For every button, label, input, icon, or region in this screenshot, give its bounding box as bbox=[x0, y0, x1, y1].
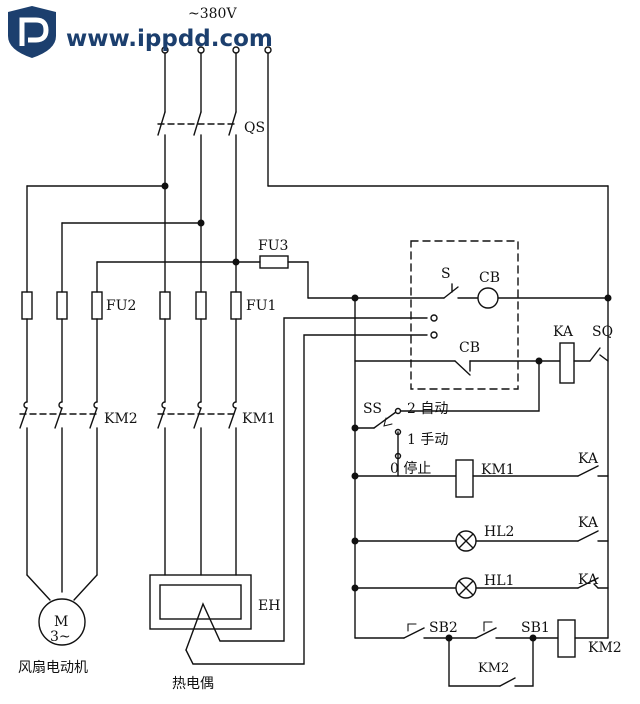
qs-label: QS bbox=[244, 120, 265, 136]
km2-coil-rung bbox=[354, 619, 609, 687]
fu3-label: FU3 bbox=[258, 238, 288, 254]
qs-switch bbox=[157, 111, 237, 293]
km2-main-contacts bbox=[19, 401, 98, 601]
cb-contact-label: CB bbox=[459, 340, 480, 356]
relay-ka-label: KA bbox=[553, 324, 574, 340]
ka-contact-2-label: KA bbox=[578, 515, 599, 531]
watermark-text: www.ippdd.com bbox=[66, 26, 273, 52]
km1-coil-rung bbox=[354, 431, 609, 498]
fu2-fuses bbox=[21, 291, 103, 320]
hl1-rung bbox=[354, 577, 609, 599]
motor-phase: 3~ bbox=[50, 629, 71, 645]
fan-motor bbox=[38, 598, 86, 646]
motor-caption: 风扇电动机 bbox=[18, 660, 88, 676]
km1-main-label: KM1 bbox=[242, 411, 276, 427]
fu2-label: FU2 bbox=[106, 298, 136, 314]
labels: ~380V QS FU3 FU2 FU1 KM2 KM1 M 3~ 风扇电动机 … bbox=[18, 6, 622, 692]
ss-pos1-label: 1 手动 bbox=[407, 432, 448, 448]
lamp-hl1-label: HL1 bbox=[484, 573, 514, 589]
heater-eh bbox=[149, 574, 252, 630]
ss-selector bbox=[354, 407, 402, 460]
km2-main-label: KM2 bbox=[104, 411, 138, 427]
lamp-hl2-label: HL2 bbox=[484, 524, 514, 540]
motor-letter: M bbox=[54, 614, 68, 630]
temp-controller-box bbox=[354, 240, 612, 390]
supply-voltage-label: ~380V bbox=[188, 6, 237, 22]
coil-km1-label: KM1 bbox=[481, 462, 515, 478]
left-control-rail bbox=[351, 297, 359, 639]
thermocouple-caption: 热电偶 bbox=[172, 676, 214, 692]
ka-relay-branch bbox=[399, 342, 609, 412]
pb-sb2-label: SB2 bbox=[429, 620, 458, 636]
motor-taps bbox=[26, 182, 240, 293]
selector-ss-label: SS bbox=[363, 401, 382, 417]
thermocouple bbox=[185, 314, 438, 665]
watermark: www.ippdd.com bbox=[8, 6, 273, 58]
heater-label: EH bbox=[258, 598, 280, 614]
limit-sq-label: SQ bbox=[592, 324, 613, 340]
watermark-logo-icon bbox=[8, 6, 56, 58]
switch-s-label: S bbox=[441, 266, 451, 282]
supply-lines bbox=[164, 52, 609, 639]
fu1-label: FU1 bbox=[246, 298, 276, 314]
coil-km2-label: KM2 bbox=[588, 640, 622, 656]
fu3-fuse bbox=[235, 255, 445, 302]
km1-main-contacts bbox=[157, 401, 237, 576]
fuse-to-contactor-lines bbox=[26, 318, 237, 403]
supply-terminals bbox=[161, 46, 272, 54]
partial-km2-label: KM2 bbox=[478, 661, 509, 676]
ka-contact-3-label: KA bbox=[578, 572, 599, 588]
hl2-rung bbox=[354, 530, 609, 552]
ss-pos0-label: 0 停止 bbox=[390, 460, 431, 477]
fu1-fuses bbox=[159, 291, 242, 320]
pb-sb1-label: SB1 bbox=[521, 620, 550, 636]
ss-pos2-label: 2 自动 bbox=[407, 401, 448, 417]
ka-contact-1-label: KA bbox=[578, 451, 599, 467]
cb-meter-label: CB bbox=[479, 270, 500, 286]
